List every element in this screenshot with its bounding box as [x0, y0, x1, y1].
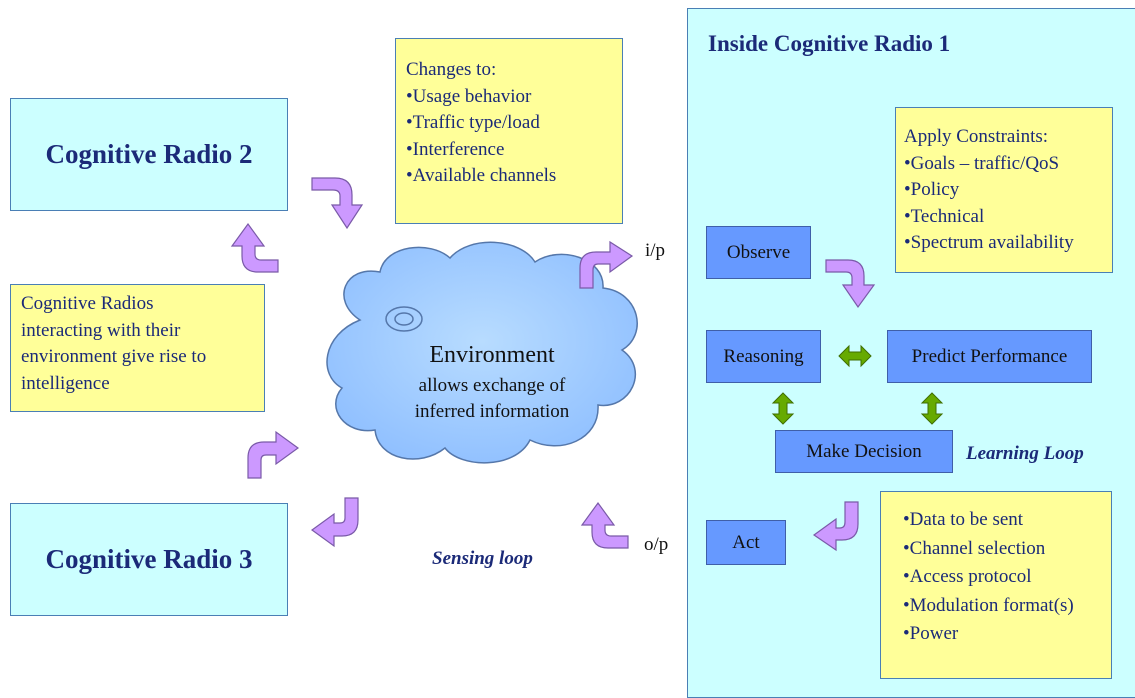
changes-item: •Usage behavior [406, 85, 532, 107]
constraints-item: •Goals – traffic/QoS [904, 152, 1060, 174]
curved-arrow-icon [580, 501, 629, 549]
curved-arrow-icon [311, 177, 364, 230]
output-item: •Data to be sent [903, 509, 1024, 530]
predict-performance-label: Predict Performance [911, 345, 1068, 367]
curved-arrow-icon [825, 259, 876, 309]
changes-box: Changes to: •Usage behavior •Traffic typ… [395, 38, 623, 224]
note-line: Cognitive Radios [21, 293, 154, 314]
curved-arrow-icon [579, 240, 634, 289]
constraints-item: •Policy [904, 179, 960, 201]
curved-arrow-icon [310, 497, 359, 548]
output-label: o/p [644, 534, 669, 555]
curved-arrow-icon [812, 501, 859, 552]
double-arrow-icon [838, 344, 872, 368]
input-label: i/p [645, 240, 666, 261]
changes-item: •Available channels [406, 165, 557, 187]
make-decision-label: Make Decision [806, 440, 922, 462]
inside-radio-title: Inside Cognitive Radio 1 [708, 31, 951, 56]
double-arrow-icon [771, 392, 795, 425]
reasoning-label: Reasoning [723, 345, 804, 367]
sensing-loop-label: Sensing loop [432, 548, 533, 569]
act-label: Act [732, 531, 760, 553]
output-item: •Channel selection [903, 537, 1046, 559]
environment-title: Environment [429, 342, 555, 368]
curved-arrow-icon [230, 222, 279, 273]
cognitive-radio-3-box: Cognitive Radio 3 [10, 503, 288, 616]
observe-step: Observe [706, 226, 811, 279]
outputs-box: •Data to be sent •Channel selection •Acc… [880, 491, 1112, 679]
predict-performance-step: Predict Performance [887, 330, 1092, 383]
cognitive-radio-3-label: Cognitive Radio 3 [45, 544, 253, 574]
changes-title: Changes to: [406, 59, 497, 80]
learning-loop-label: Learning Loop [966, 443, 1084, 464]
cognitive-radio-2-box: Cognitive Radio 2 [10, 98, 288, 211]
constraints-box: Apply Constraints: •Goals – traffic/QoS … [895, 107, 1113, 273]
environment-cloud: Environment allows exchange of inferred … [326, 241, 638, 464]
output-item: •Power [903, 623, 959, 644]
output-item: •Access protocol [903, 566, 1032, 587]
note-line: intelligence [21, 372, 110, 394]
double-arrow-icon [920, 392, 944, 425]
changes-item: •Interference [406, 138, 505, 160]
environment-line-1: allows exchange of [419, 375, 566, 396]
cognitive-radio-2-label: Cognitive Radio 2 [45, 139, 253, 169]
interacting-note: Cognitive Radios interacting with their … [10, 284, 265, 412]
constraints-title: Apply Constraints: [904, 126, 1049, 147]
constraints-item: •Spectrum availability [904, 232, 1074, 254]
note-line: environment give rise to [21, 346, 207, 368]
changes-item: •Traffic type/load [406, 112, 540, 134]
act-step: Act [706, 520, 786, 565]
constraints-item: •Technical [904, 205, 985, 227]
curved-arrow-icon [247, 430, 300, 479]
diagram-graphics: Environment allows exchange of inferred … [230, 177, 944, 552]
output-item: •Modulation format(s) [903, 594, 1074, 616]
make-decision-step: Make Decision [775, 430, 953, 473]
environment-line-2: inferred information [415, 401, 570, 422]
reasoning-step: Reasoning [706, 330, 821, 383]
observe-label: Observe [726, 241, 791, 263]
note-line: interacting with their [21, 319, 181, 341]
